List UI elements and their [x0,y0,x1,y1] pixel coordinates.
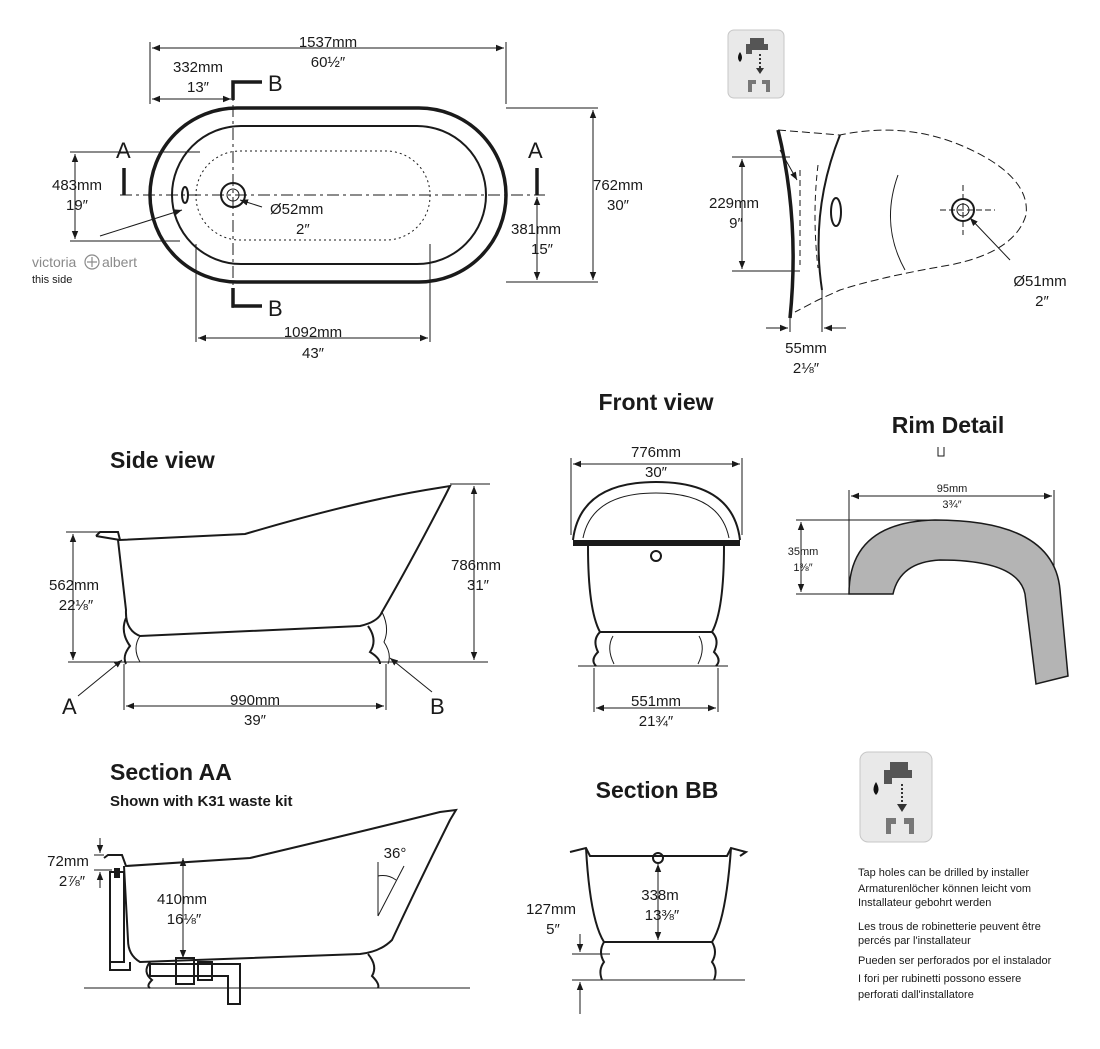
rim-width-mm: 55mm [785,340,827,357]
side-view-title: Side view [110,447,215,473]
overall-length-in: 60½″ [311,54,346,71]
tap-drilling-icon-large [859,751,933,843]
tap-note-line-1: Tap holes can be drilled by installer [858,867,1030,879]
waste-offset-mm: 483mm [52,177,102,194]
bb-clear-mm: 127mm [526,901,576,918]
section-aa-subtitle: Shown with K31 waste kit [110,793,293,810]
section-b-label-bottom: B [268,296,283,321]
inner-length-mm: 1092mm [284,324,342,341]
hole-dia-in: 2″ [1035,293,1049,310]
tap-height-mm: 229mm [709,195,759,212]
bb-depth-in: 13⅜″ [645,907,680,924]
tap-height-in: 9″ [729,215,743,232]
tap-note-line-4: Les trous de robinetterie peuvent être [858,921,1041,933]
aa-depth-in: 16⅛″ [167,911,202,928]
front-base-in: 21¾″ [639,713,674,730]
brand-albert: albert [102,254,137,270]
side-height-low-mm: 562mm [49,577,99,594]
side-feet-in: 39″ [244,712,267,729]
brand-plus-icon [84,254,100,270]
aa-depth-mm: 410mm [157,891,207,908]
tap-note-line-7: I fori per rubinetti possono essere [858,973,1021,985]
rim-width-in: 2⅛″ [793,360,820,377]
side-height-high-mm: 786mm [451,557,501,574]
half-width-in: 15″ [531,241,554,258]
tap-drilling-icon [727,29,785,99]
width-mm: 762mm [593,177,643,194]
rim-detail-title: Rim Detail [892,412,1004,438]
side-height-low-in: 22⅛″ [59,597,94,614]
offset-mm: 332mm [173,59,223,76]
brand-this-side: this side [32,274,72,286]
side-label-b: B [430,694,445,719]
section-a-label-left: A [116,138,131,163]
tap-note-line-3: Installateur gebohrt werden [858,897,991,909]
tap-note-line-6: Pueden ser perforados por el instalador [858,955,1052,967]
section-aa: Section AA Shown with K31 waste kit 72mm… [47,759,470,1005]
tap-hole-detail: Ø51mm 2″ 229mm 9″ 55mm 2⅛″ [709,29,1067,377]
front-view-title: Front view [598,389,713,415]
rim-detail-width-in: 3¾″ [942,499,961,511]
section-bb-title: Section BB [596,777,719,803]
front-base-mm: 551mm [631,693,681,710]
bb-clear-in: 5″ [546,921,560,938]
side-height-high-in: 31″ [467,577,490,594]
inner-length-in: 43″ [302,345,325,362]
front-view: Front view 776mm 30″ 551mm 21¾″ [570,389,743,730]
waste-outlet [220,182,246,208]
waste-dia-in: 2″ [296,221,310,238]
aa-angle: 36° [384,845,407,862]
rim-detail: Rim Detail 95mm 3¾″ 35mm 1⅜″ [788,412,1069,685]
rim-detail-width-mm: 95mm [937,483,968,495]
offset-in: 13″ [187,79,210,96]
plan-view: 1537mm 60½″ 332mm 13″ B B A A 762mm 30″ … [32,34,643,362]
section-a-label-right: A [528,138,543,163]
width-in: 30″ [607,197,630,214]
bb-depth-mm: 338m [641,887,679,904]
hole-dia-mm: Ø51mm [1013,273,1066,290]
side-feet-mm: 990mm [230,692,280,709]
front-top-in: 30″ [645,464,668,481]
rim-profile [848,519,1069,685]
section-aa-title: Section AA [110,759,232,785]
aa-rim-in: 2⅞″ [59,873,86,890]
side-label-a: A [62,694,77,719]
rim-detail-height-mm: 35mm [788,546,819,558]
tap-note-line-5: percés par l'installateur [858,935,971,947]
tap-note-line-2: Armaturenlöcher können leicht vom [858,883,1031,895]
waste-offset-in: 19″ [66,197,89,214]
overall-length-mm: 1537mm [299,34,357,51]
side-view: Side view 562mm 22⅛″ 786mm 31″ 990mm 39″… [49,447,501,729]
brand-victoria: victoria [32,254,77,270]
tap-drilling-note: Tap holes can be drilled by installer Ar… [858,751,1052,1001]
tap-note-line-8: perforati dall'installatore [858,989,974,1001]
aa-rim-mm: 72mm [47,853,89,870]
section-b-label-top: B [268,71,283,96]
rim-detail-height-in: 1⅜″ [793,562,812,574]
front-top-mm: 776mm [631,444,681,461]
waste-dia-mm: Ø52mm [270,201,323,218]
section-bb: Section BB 127mm 5″ 338m 13⅜″ [526,777,749,1014]
half-width-mm: 381mm [511,221,561,238]
